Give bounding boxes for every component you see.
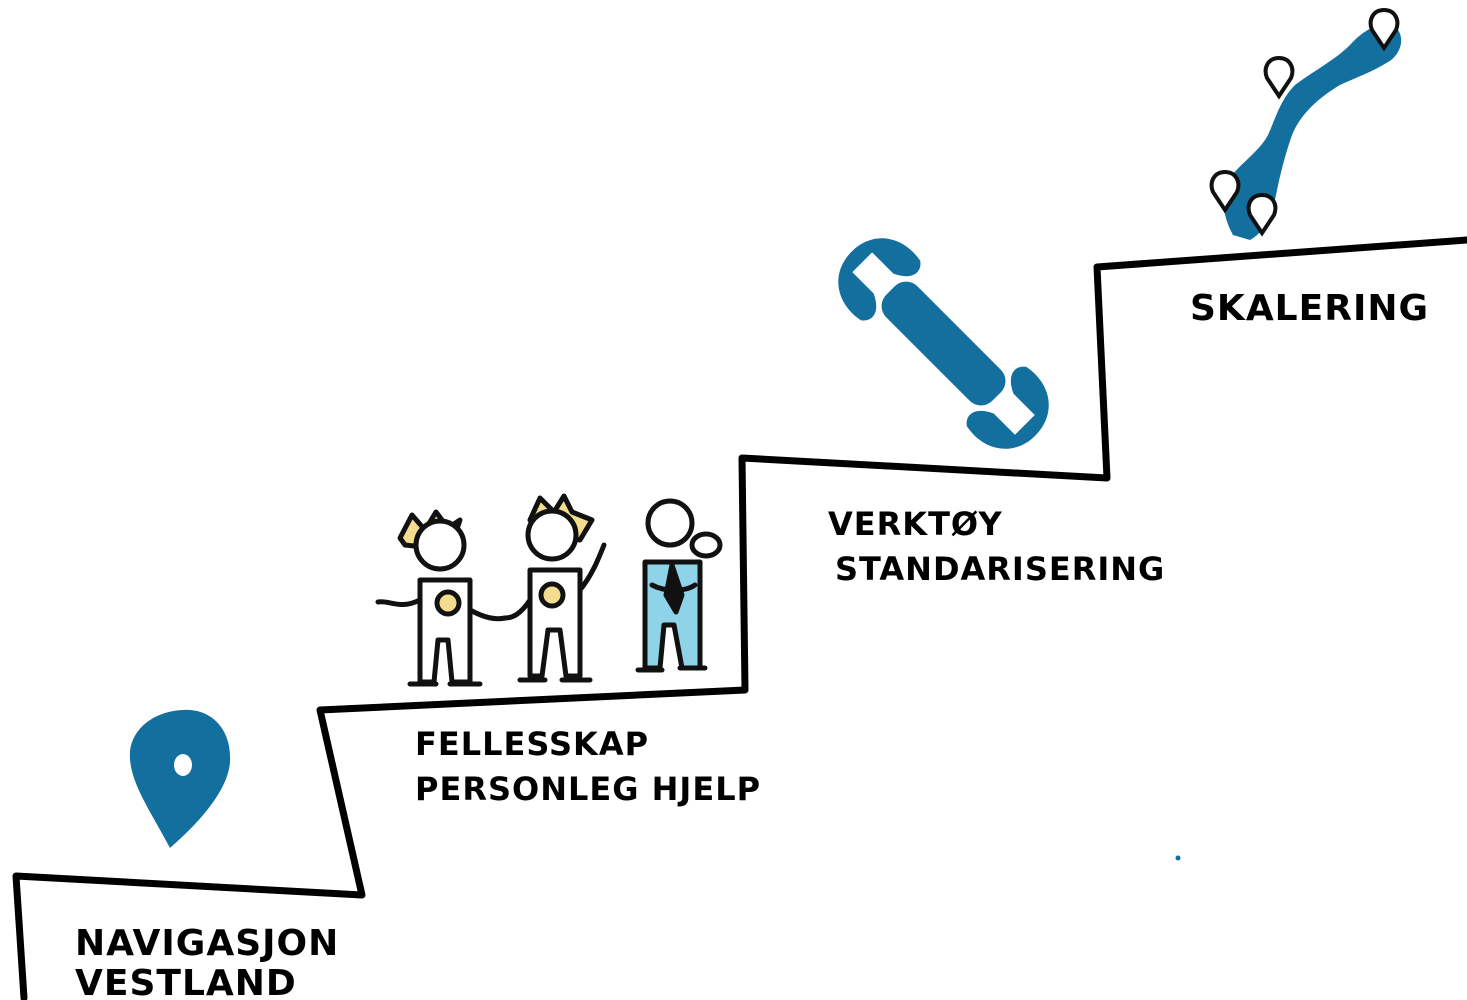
step-2-label-line-1: FELLESSKAP <box>415 725 649 763</box>
people-icon <box>375 493 723 687</box>
step-1-label-line-1: NAVIGASJON <box>75 923 339 964</box>
norway-map-icon <box>1209 7 1402 240</box>
step-3-label-line-1: VERKTØY <box>828 505 1003 543</box>
step-1-label-line-2: VESTLAND <box>75 963 297 1000</box>
wrench-icon <box>838 238 1049 449</box>
step-4-label-line-1: SKALERING <box>1190 288 1429 329</box>
decorative-dot <box>1175 855 1181 861</box>
staircase-line <box>12 236 1467 1000</box>
step-2-label-line-2: PERSONLEG HJELP <box>415 770 761 808</box>
map-pin-icon <box>129 709 231 848</box>
step-3-label-line-2: STANDARISERING <box>835 550 1165 588</box>
